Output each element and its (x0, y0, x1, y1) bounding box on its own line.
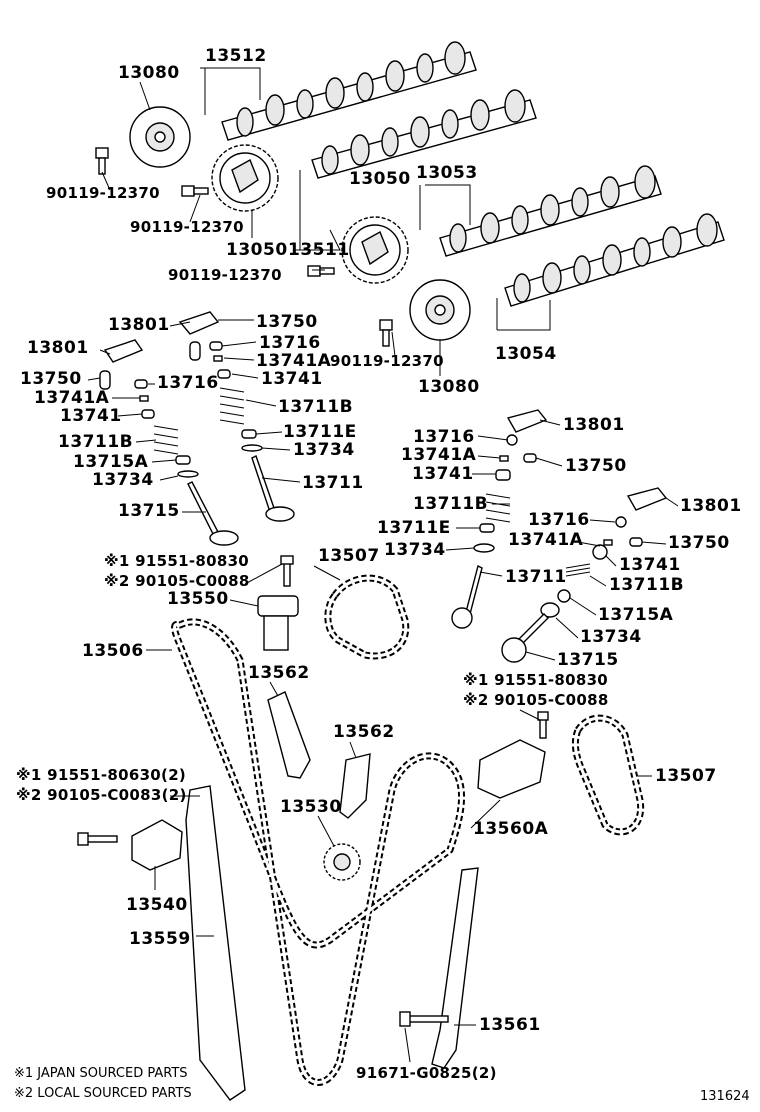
part-label-l13711Bc: 13711B (413, 494, 488, 514)
part-label-l13711a: 13711 (302, 473, 364, 493)
chain-guide-13561 (399, 867, 479, 1069)
part-label-l13716a: 13716 (259, 333, 321, 353)
part-label-l13507a: 13507 (318, 546, 380, 566)
part-label-l13741c: 13741 (412, 464, 474, 484)
part-label-l13562b: 13562 (333, 722, 395, 742)
part-label-l13734b: 13734 (92, 470, 154, 490)
part-label-l91551a: ※1 91551-80830 (104, 552, 249, 570)
sprocket-13050-right (341, 216, 409, 284)
part-label-l13734a: 13734 (293, 440, 355, 460)
part-label-l90105a: ※2 90105-C0088 (104, 572, 250, 590)
part-label-l13741Aa: 13741A (256, 351, 332, 371)
part-label-l13801a: 13801 (108, 315, 170, 335)
part-label-l13711Ea: 13711E (283, 422, 357, 442)
part-label-l13741Ad: 13741A (508, 530, 584, 550)
part-label-n1: ※1 JAPAN SOURCED PARTS (14, 1066, 188, 1081)
chain-guide-13562-lower (339, 753, 371, 819)
part-label-l13741a: 13741 (261, 369, 323, 389)
camshaft-13053 (439, 165, 662, 257)
part-label-ref: 131624 (700, 1089, 750, 1104)
crank-sprocket-13530 (323, 843, 361, 881)
part-label-l13053: 13053 (416, 163, 478, 183)
part-label-l13711b: 13711 (505, 567, 567, 587)
part-label-l13560A: 13560A (473, 819, 549, 839)
part-label-l13080b: 13080 (418, 377, 480, 397)
part-label-l13050a: 13050 (226, 240, 288, 260)
chain-tensioner-13550 (257, 555, 299, 651)
part-label-l13540: 13540 (126, 895, 188, 915)
bolt-90119-icons (95, 147, 393, 347)
part-label-l90119a: 90119-12370 (46, 184, 160, 202)
part-label-l13716d: 13716 (528, 510, 590, 530)
part-label-l91551b: ※1 91551-80830 (463, 671, 608, 689)
part-label-l13715b: 13715 (557, 650, 619, 670)
vvt-gear-13080-upper (129, 106, 191, 168)
chain-tensioner-13540 (77, 819, 183, 871)
part-label-l13711Eb: 13711E (377, 518, 451, 538)
cam-chain-13507-upper (324, 574, 410, 660)
camshaft-13512 (221, 41, 477, 141)
part-label-l13734d: 13734 (580, 627, 642, 647)
part-label-l13716b: 13716 (157, 373, 219, 393)
chain-guide-13562-upper (267, 691, 311, 779)
part-label-l13559: 13559 (129, 929, 191, 949)
tensioner-arm-13559 (185, 785, 246, 1101)
part-label-l13550: 13550 (167, 589, 229, 609)
part-label-l13080a: 13080 (118, 63, 180, 83)
part-label-l13801d: 13801 (680, 496, 742, 516)
part-label-l13741d: 13741 (619, 555, 681, 575)
valvetrain-right (451, 409, 668, 663)
part-label-l13750a: 13750 (256, 312, 318, 332)
part-label-l13561: 13561 (479, 1015, 541, 1035)
part-label-l13530: 13530 (280, 797, 342, 817)
part-label-l13750b: 13750 (20, 369, 82, 389)
part-label-l90119b: 90119-12370 (130, 218, 244, 236)
part-label-l13741Ab: 13741A (34, 388, 110, 408)
camshaft-13054 (504, 213, 725, 307)
part-label-n2: ※2 LOCAL SOURCED PARTS (14, 1086, 192, 1101)
part-label-l13506: 13506 (82, 641, 144, 661)
cam-chain-13507-lower (571, 714, 645, 836)
part-label-l13741Ac: 13741A (401, 445, 477, 465)
part-label-l13715Ab: 13715A (598, 605, 674, 625)
part-label-l13715a: 13715 (118, 501, 180, 521)
part-label-l13562a: 13562 (248, 663, 310, 683)
part-label-l13711Ba: 13711B (278, 397, 353, 417)
part-label-l13715Aa: 13715A (73, 452, 149, 472)
part-label-l90105b: ※2 90105-C0088 (463, 691, 609, 709)
part-label-l91551c: ※1 91551-80630(2) (16, 766, 186, 784)
part-label-l13054: 13054 (495, 344, 557, 364)
part-label-l13711Bb: 13711B (58, 432, 133, 452)
camshaft-13511 (311, 89, 537, 179)
vvt-gear-13080-lower (409, 279, 471, 341)
part-label-l13801b: 13801 (27, 338, 89, 358)
part-label-l13750c: 13750 (565, 456, 627, 476)
chain-tensioner-13560A (477, 711, 549, 799)
part-label-l13741b: 13741 (60, 406, 122, 426)
part-label-l13750d: 13750 (668, 533, 730, 553)
part-label-l90105c: ※2 90105-C0083(2) (16, 786, 187, 804)
timing-chain-13506 (171, 618, 466, 1086)
part-label-l13512: 13512 (205, 46, 267, 66)
part-label-l13716c: 13716 (413, 427, 475, 447)
part-label-l13050b: 13050 (349, 169, 411, 189)
part-label-l13711Bd: 13711B (609, 575, 684, 595)
part-label-l13511: 13511 (288, 240, 350, 260)
part-label-l90119c: 90119-12370 (168, 266, 282, 284)
sprocket-13050-left (211, 144, 279, 212)
part-label-l13507b: 13507 (655, 766, 717, 786)
leader-lines (87, 67, 679, 1063)
part-label-l90119d: 90119-12370 (330, 352, 444, 370)
part-label-l91671: 91671-G0825(2) (356, 1064, 497, 1082)
part-label-l13801c: 13801 (563, 415, 625, 435)
valvetrain-left (99, 311, 295, 546)
part-label-l13734c: 13734 (384, 540, 446, 560)
